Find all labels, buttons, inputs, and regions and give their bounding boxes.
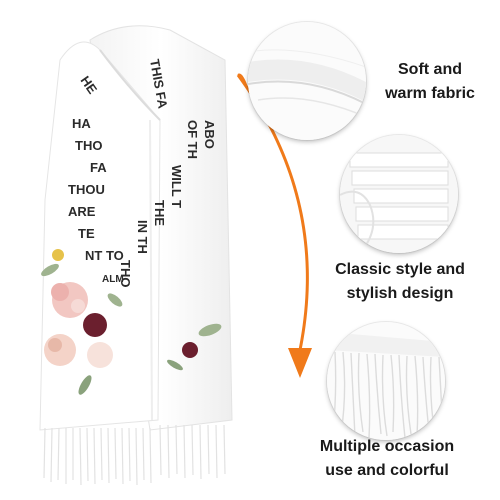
scarf-text-line: HA [72,116,91,131]
scarf-text-line: THE [152,200,167,226]
feature-text-line: Multiple occasion [319,438,455,455]
scarf-fringe [43,424,226,486]
feature-text-line: stylish design [346,285,454,302]
scarf-text-line: ABO [202,120,217,149]
scarf-text-line: THO [118,260,133,287]
feature-text-soft-fabric: Soft and warm fabric [370,58,490,106]
scarf-text-line: IN TH [135,220,150,254]
feature-text-line: use and colorful [325,462,449,479]
scarf-text-line: ALM [102,274,124,285]
feature-text-classic-style: Classic style and stylish design [325,258,475,306]
scarf-text-line: THO [75,138,102,153]
scarf-printed-text: HE HA THO FA THOU ARE TE NT TO ALM THIS … [68,58,217,288]
feature-image-folded-fabric [340,135,458,253]
scarf-text-line: ARE [68,204,96,219]
scarf-text-line: WILL T [169,165,184,208]
scarf-text-line: OF TH [185,120,200,159]
feature-text-line: Soft and [398,61,462,78]
scarf-text-line: NT TO [85,248,124,263]
scarf-text-line: TE [78,226,95,241]
feature-text-line: warm fabric [385,85,475,102]
floral-print [41,249,222,395]
scarf-text-line: THOU [68,182,105,197]
feature-text-line: Classic style and [335,261,465,278]
feature-image-soft-fabric [248,22,366,140]
feature-text-multiple-occasion: Multiple occasion use and colorful [312,435,462,483]
scarf-text-line: FA [90,160,107,175]
feature-image-tassels [327,322,445,440]
